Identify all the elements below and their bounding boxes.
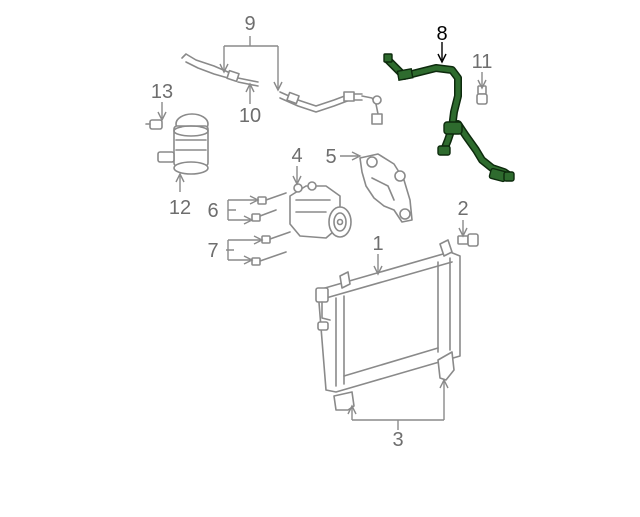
part-5-bracket[interactable] [359,153,413,223]
part-8-ac-hose[interactable] [383,53,515,183]
part-1-condenser[interactable] [315,239,461,393]
label-8: 8 [436,23,447,45]
label-6: 6 [207,200,218,222]
part-7-bolts[interactable] [251,231,291,266]
label-1: 1 [372,233,383,255]
label-11: 11 [472,51,493,73]
part-2-bolt[interactable] [457,233,479,247]
label-2: 2 [457,198,468,220]
part-11-sensor[interactable] [476,85,488,105]
label-13: 13 [151,81,173,103]
part-13-fitting[interactable] [145,119,163,130]
part-12-accumulator[interactable] [157,113,209,175]
label-10: 10 [239,105,261,127]
part-3-brackets[interactable] [333,351,455,411]
label-9: 9 [244,13,255,35]
label-7: 7 [207,240,218,262]
leader-lines [157,36,487,430]
part-10-tube[interactable] [237,77,259,87]
part-9-hose[interactable] [181,53,383,125]
part-6-bolts[interactable] [251,192,287,222]
label-3: 3 [392,429,403,451]
label-12: 12 [169,197,191,219]
label-4: 4 [291,145,302,167]
label-5: 5 [325,146,336,168]
part-4-compressor[interactable] [289,181,352,239]
